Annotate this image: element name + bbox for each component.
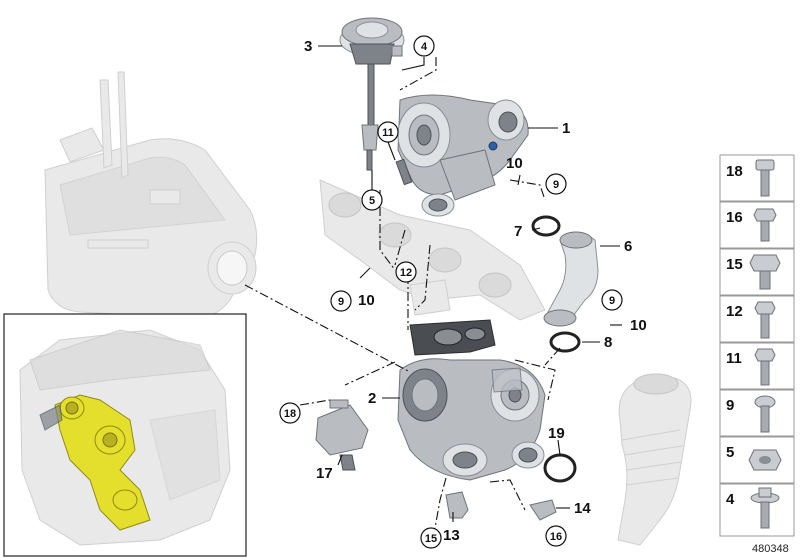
svg-text:9: 9 [338, 296, 344, 308]
leader-lines [318, 45, 622, 522]
part-callouts: 1 2 3 6 7 8 10 10 10 13 14 17 19 [304, 38, 647, 544]
seal-ring-part-7 [531, 215, 561, 237]
callout-2: 2 [368, 390, 376, 407]
legend-row-16: 16 [719, 201, 795, 249]
callout-1: 1 [562, 120, 570, 137]
legend-row-9: 9 [719, 389, 795, 437]
callout-6: 6 [624, 238, 632, 255]
low-pressure-turbocharger-part-2 [397, 358, 546, 481]
svg-text:5: 5 [726, 444, 734, 461]
torx-socket-bolt-icon [755, 159, 775, 197]
svg-text:4: 4 [421, 41, 428, 53]
legend-row-11: 11 [719, 342, 795, 390]
legend-row-5: 5 [719, 436, 795, 484]
circled-callout-11: 11 [377, 121, 399, 143]
callout-7: 7 [514, 223, 522, 240]
circled-callout-12: 12 [395, 261, 417, 283]
svg-text:4: 4 [726, 491, 735, 508]
svg-text:11: 11 [726, 350, 742, 367]
svg-text:12: 12 [400, 267, 412, 279]
engine-overview-inset [3, 313, 247, 557]
hex-nut-icon [748, 449, 782, 471]
hex-bolt-icon [754, 348, 776, 386]
circled-callout-5: 5 [361, 189, 383, 211]
circled-callout-9-left: 9 [330, 290, 352, 312]
legend-row-18: 18 [719, 154, 795, 202]
heat-shield-part-17 [315, 399, 369, 471]
callout-19: 19 [548, 425, 565, 442]
callout-10-upper: 10 [506, 155, 523, 172]
svg-text:18: 18 [284, 408, 296, 420]
circled-callout-9-upper: 9 [545, 173, 567, 195]
assembly-lines [244, 57, 561, 529]
callout-13: 13 [443, 527, 460, 544]
legend-row-12: 12 [719, 295, 795, 343]
svg-text:15: 15 [425, 533, 437, 545]
circled-callout-16: 16 [545, 525, 567, 547]
circled-callout-18: 18 [279, 402, 301, 424]
svg-text:5: 5 [369, 195, 375, 207]
svg-text:12: 12 [726, 303, 743, 320]
callout-8: 8 [604, 334, 612, 351]
high-pressure-turbocharger-part-1 [395, 94, 529, 217]
circled-callout-9-right: 9 [601, 289, 623, 311]
svg-text:9: 9 [609, 295, 615, 307]
svg-text:15: 15 [726, 256, 743, 273]
svg-text:11: 11 [382, 127, 394, 139]
washer-bolt-icon [750, 487, 780, 529]
svg-text:16: 16 [726, 209, 743, 226]
intake-hose-ghost [617, 373, 692, 546]
callout-10-left: 10 [358, 292, 375, 309]
circled-callouts: 4 5 9 9 9 11 12 15 16 18 [279, 35, 623, 549]
svg-text:16: 16 [550, 531, 562, 543]
charge-pipe-part-6 [543, 231, 599, 327]
seal-ring-part-19 [543, 453, 577, 483]
legend-row-4: 4 [719, 483, 795, 537]
bracket-part-13 [445, 491, 469, 519]
torx-bolt-icon [754, 395, 776, 433]
circled-callout-4: 4 [413, 35, 435, 57]
particulate-filter-ghost [44, 71, 258, 319]
vacuum-actuator-part-3 [339, 17, 405, 171]
fastener-legend: 18 16 15 12 [719, 154, 795, 537]
seal-ring-part-8 [549, 331, 581, 353]
svg-text:9: 9 [726, 397, 734, 414]
legend-row-15: 15 [719, 248, 795, 296]
hex-flange-bolt-icon [753, 208, 777, 242]
exhaust-manifold-ghost [319, 179, 546, 321]
bracket-part-14 [529, 499, 557, 521]
diagram-reference-id: 480348 [752, 543, 789, 555]
callout-10-right: 10 [630, 317, 647, 334]
callout-17: 17 [316, 465, 333, 482]
callout-3: 3 [304, 38, 312, 55]
callout-14: 14 [574, 500, 591, 517]
hex-flange-bolt-icon [749, 254, 781, 290]
hex-flange-bolt-icon [754, 301, 776, 339]
svg-text:18: 18 [726, 163, 743, 180]
turbocharger-gasket [409, 319, 496, 356]
svg-text:9: 9 [553, 179, 559, 191]
circled-callout-15: 15 [420, 527, 442, 549]
